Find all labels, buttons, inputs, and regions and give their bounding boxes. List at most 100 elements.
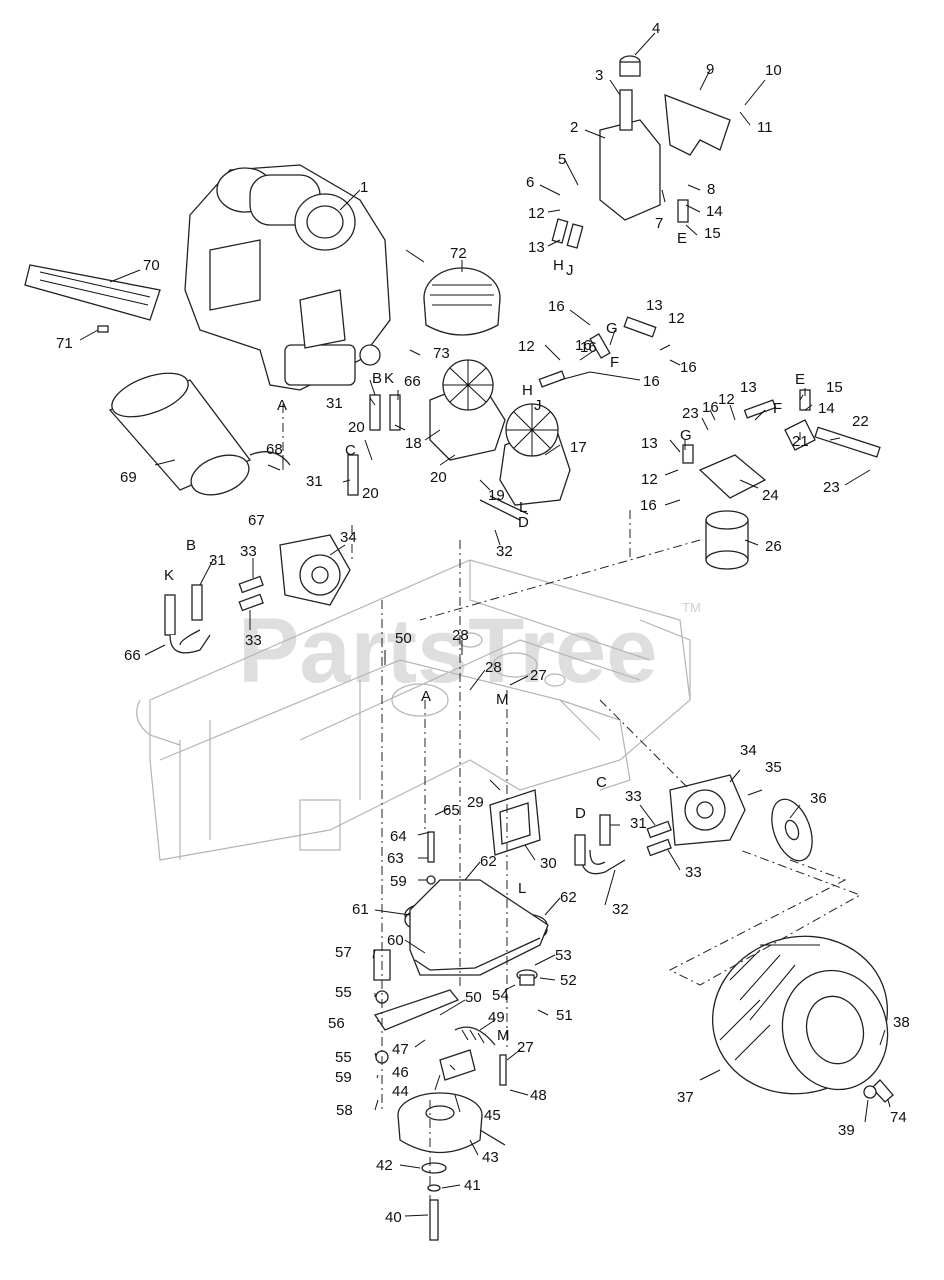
callout: 49 [488,1009,505,1026]
callout: 56 [328,1015,345,1032]
washer-42 [421,1162,447,1174]
callout: 10 [765,62,782,79]
callout: 28 [452,627,469,644]
callout: 19 [488,487,505,504]
callout: 12 [668,310,685,327]
washer-59 [426,875,436,885]
callout: 54 [492,987,509,1004]
connection-letter: F [610,354,619,371]
callout: 14 [818,400,835,417]
callout: 66 [404,373,421,390]
callout: 27 [530,667,547,684]
connection-letter: C [345,442,356,459]
connection-letter: K [164,567,174,584]
callout: 41 [464,1177,481,1194]
callout: 16 [580,339,597,356]
pulley-belt-assembly [404,879,549,976]
connection-letter: C [596,774,607,791]
callout: 50 [465,989,482,1006]
callout: 71 [56,335,73,352]
callout: 62 [480,853,497,870]
valve-stem-74 [871,1079,894,1103]
callout: 21 [792,433,809,450]
callout: 74 [890,1109,907,1126]
callout: 4 [652,20,660,37]
pto-clutch [397,1092,506,1154]
callout: 36 [810,790,827,807]
callout: 9 [706,61,714,78]
callout: 2 [570,119,578,136]
callout: 16 [643,373,660,390]
connection-letter: E [677,230,687,247]
callout: 46 [392,1064,409,1081]
washer-41 [427,1184,441,1192]
callout: 39 [838,1122,855,1139]
callout: 16 [702,399,719,416]
callout: 64 [390,828,407,845]
callout: 7 [655,215,663,232]
spring-49 [454,1026,496,1046]
callout: 13 [641,435,658,452]
callout: 12 [641,471,658,488]
wheel-hub [771,798,813,862]
bolt-40 [429,1199,439,1241]
hose-c [599,814,611,846]
callout: 58 [336,1102,353,1119]
callout: 65 [443,802,460,819]
callout: 47 [392,1041,409,1058]
callout: 12 [718,391,735,408]
connection-letter: A [277,397,287,414]
connection-letter: D [518,514,529,531]
idler-pulley-52-body [519,974,535,986]
connection-letter: B [372,370,382,387]
callout: 13 [646,297,663,314]
watermark-text: PartsTree [238,600,657,702]
callout: 8 [707,181,715,198]
callout: 31 [630,815,647,832]
connection-letter: M [497,1027,510,1044]
callout: 33 [685,864,702,881]
callout: 35 [765,759,782,776]
callout: 29 [467,794,484,811]
callout: 45 [484,1107,501,1124]
callout: 20 [348,419,365,436]
connection-letter: H [522,382,533,399]
filter-mount [698,454,767,499]
callout: 43 [482,1149,499,1166]
lug-nut-39 [863,1085,877,1099]
connection-letter: G [680,427,692,444]
fittings-33 [238,575,672,857]
callout: 73 [433,345,450,362]
callout: 32 [612,901,629,918]
drive-tire [711,935,889,1095]
callout: 20 [362,485,379,502]
callout: 17 [570,439,587,456]
callout: 72 [450,245,467,262]
callout: 1 [360,179,368,196]
oil-tube [814,426,881,458]
callout: 50 [395,630,412,647]
callout: 20 [430,469,447,486]
callout: 15 [826,379,843,396]
callout: 31 [306,473,323,490]
connection-letter: J [566,262,574,279]
callout: 18 [405,435,422,452]
hydraulic-line-32b [579,849,626,875]
callout: 68 [266,441,283,458]
callout: 30 [540,855,557,872]
callout: 48 [530,1087,547,1104]
callout: 22 [852,413,869,430]
connection-letter: L [518,880,526,897]
callout-numbers: 1 2 3 4 5 6 7 8 9 10 11 12 12 12 12 12 1… [56,20,910,1226]
callout: 12 [528,205,545,222]
callout: 38 [893,1014,910,1031]
callout: 53 [555,947,572,964]
callout: 31 [326,395,343,412]
callout: 55 [335,984,352,1001]
callout: 44 [392,1083,409,1100]
bracket-46 [439,1049,476,1081]
callout: 33 [240,543,257,560]
callout: 52 [560,972,577,989]
callout: 66 [124,647,141,664]
